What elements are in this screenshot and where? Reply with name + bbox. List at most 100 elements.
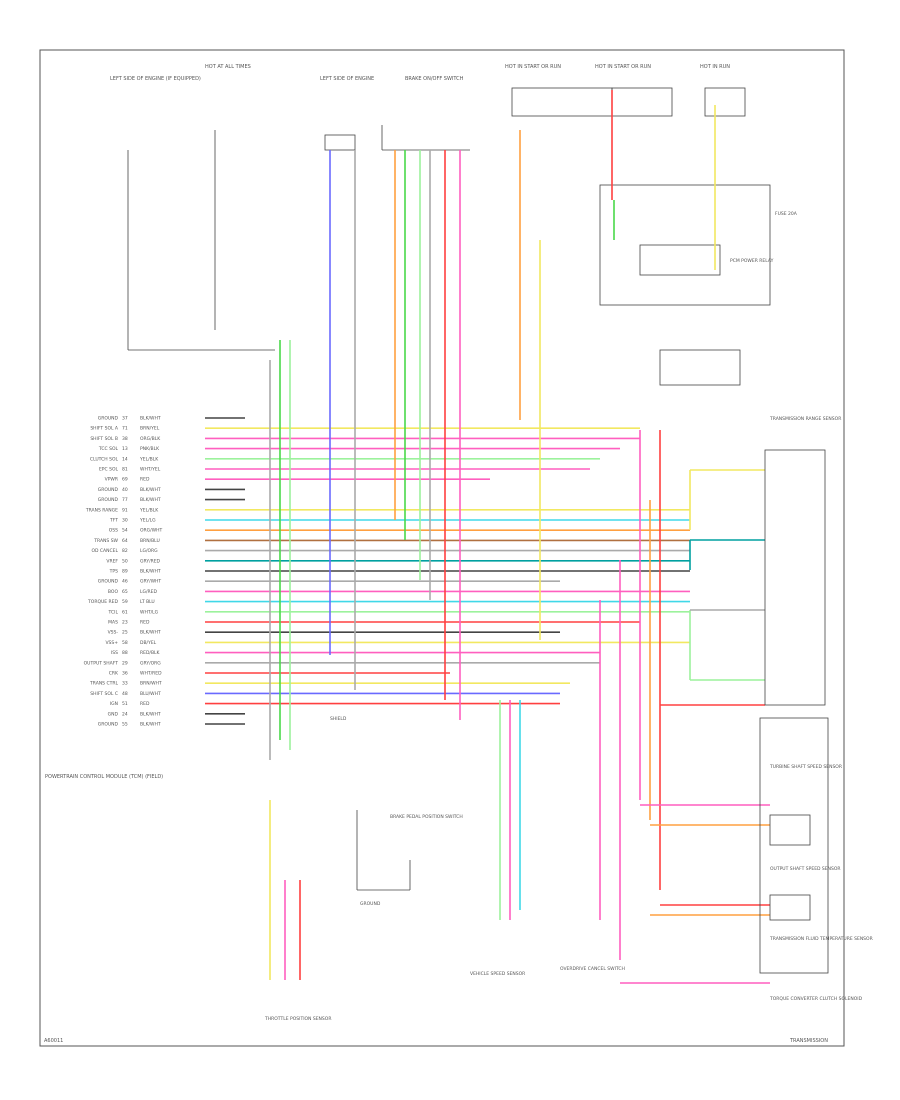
label-relay: PCM POWER RELAY — [730, 258, 774, 264]
ecm-pin-name: BOO — [108, 589, 119, 595]
ecm-pin-name: GROUND — [98, 416, 119, 422]
ecm-pin-name: TRANS SW — [93, 538, 118, 544]
ecm-pin-number: 91 — [122, 507, 128, 513]
ecm-wire-color: GRY/RED — [140, 558, 161, 564]
ecm-pin-name: CRK — [109, 671, 119, 677]
ecm-pin-number: 77 — [122, 497, 128, 503]
label-fuse: FUSE 20A — [775, 211, 798, 217]
ecm-wire-color: BLK/WHT — [140, 722, 161, 728]
ecm-wire-color: RED — [140, 701, 150, 707]
ecm-wire-color: GRY/ORG — [140, 660, 161, 666]
ecm-pin-name: VSS- — [108, 630, 119, 636]
label-top1: LEFT SIDE OF ENGINE (IF EQUIPPED) — [110, 76, 201, 82]
ecm-wire-color: BLU/WHT — [140, 691, 161, 697]
ecm-wire-color: BLK/WHT — [140, 416, 161, 422]
diagram-border — [39, 49, 845, 1047]
label-vss: VEHICLE SPEED SENSOR — [470, 971, 525, 977]
ecm-pin-number: 36 — [122, 671, 128, 677]
ctrl-box — [659, 349, 741, 386]
ecm-pin-name: MAS — [108, 620, 118, 626]
label-top6: HOT IN START OR RUN — [595, 64, 651, 70]
footer-right: TRANSMISSION — [789, 1038, 828, 1044]
ecm-pin-number: 61 — [122, 609, 128, 615]
ecm-wire-color: RED/BLK — [140, 650, 161, 656]
ecm-pin-name: VSS+ — [105, 640, 118, 646]
ecm-pin-name: TCIL — [108, 609, 119, 615]
label-top5: HOT IN START OR RUN — [505, 64, 561, 70]
ecm-pin-number: 51 — [122, 701, 128, 707]
ecm-pin-number: 25 — [122, 630, 128, 636]
ecm-wire-color: BLK/WHT — [140, 569, 161, 575]
ecm-pin-name: TPS — [109, 569, 118, 575]
label-tss: TURBINE SHAFT SPEED SENSOR — [769, 764, 842, 770]
ecm-pin-number: 69 — [122, 477, 128, 483]
ecm-wire-color: BLK/WHT — [140, 487, 161, 493]
ecm-pin-number: 89 — [122, 569, 128, 575]
ecm-wire-color: YEL/BLK — [139, 456, 159, 462]
ecm-pin-name: OUTPUT SHAFT — [84, 660, 119, 666]
footer-left: A60011 — [44, 1038, 63, 1044]
ecm-pin-number: 71 — [122, 426, 128, 432]
ecm-pin-number: 37 — [122, 416, 128, 422]
ecm-pin-number: 58 — [122, 640, 128, 646]
pcm-power-relay — [639, 244, 721, 276]
range-sensor-box — [764, 449, 826, 706]
label-top3: LEFT SIDE OF ENGINE — [320, 76, 374, 82]
ecm-pin-number: 65 — [122, 589, 128, 595]
ecm-pin-number: 54 — [122, 528, 128, 534]
ecm-pin-number: 82 — [122, 548, 128, 554]
ecm-wire-color: LG/ORG — [140, 548, 158, 554]
wire-group — [205, 417, 690, 725]
ecm-wire-color: PNK/BLK — [140, 446, 160, 452]
ecm-wire-color: LG/RED — [140, 589, 157, 595]
ecm-wire-color: WHT/YEL — [140, 467, 161, 473]
ecm-wire-color: BLK/WHT — [140, 630, 161, 636]
ecm-pin-name: SHIFT SOL C — [90, 691, 118, 697]
ecm-pin-name: SHIFT SOL B — [90, 436, 118, 442]
ecm-wire-color: ORG/BLK — [140, 436, 161, 442]
ecm-pin-name: VREF — [106, 558, 118, 564]
ecm-wire-color: WHT/LG — [140, 609, 159, 615]
ecm-wire-color: BRN/BLU — [140, 538, 160, 544]
ecm-pin-name: SHIFT SOL A — [90, 426, 119, 432]
ecm-pin-number: 14 — [122, 456, 128, 462]
ecm-pin-number: 40 — [122, 487, 128, 493]
ecm-pin-number: 48 — [122, 691, 128, 697]
switch-box-2 — [611, 87, 673, 117]
switch-box-1 — [511, 87, 613, 117]
ecm-pin-number: 24 — [122, 711, 128, 717]
ecm-pin-name: GROUND — [98, 579, 119, 585]
ecm-pin-number: 13 — [122, 446, 128, 452]
ecm-pin-name: GROUND — [98, 497, 119, 503]
ecm-pin-number: 81 — [122, 467, 128, 473]
ecm-pin-number: 33 — [122, 681, 128, 687]
tss-box — [769, 814, 811, 846]
label-top2: HOT AT ALL TIMES — [205, 64, 251, 70]
ecm-pin-name: GROUND — [98, 487, 119, 493]
fuse-relay-box — [599, 184, 771, 306]
switch-box-3 — [704, 87, 746, 117]
ecm-wire-color: BLK/WHT — [140, 711, 161, 717]
label-brk: BRAKE PEDAL POSITION SWITCH — [390, 814, 463, 820]
ecm-wire-color: DB/YEL — [140, 640, 157, 646]
ecm-wire-color: ORG/WHT — [140, 528, 163, 534]
ecm-wire-color: WHT/RED — [140, 671, 162, 677]
ecm-pin-name: GND — [108, 711, 119, 717]
ecm-wire-color: BRN/YEL — [140, 426, 160, 432]
label-trs: TRANSMISSION RANGE SENSOR — [769, 416, 841, 422]
ecm-wire-color: BRN/WHT — [140, 681, 162, 687]
label-top4: BRAKE ON/OFF SWITCH — [405, 76, 464, 82]
ecm-pin-number: 55 — [122, 722, 128, 728]
label-tc: TORQUE CONVERTER CLUTCH SOLENOID — [769, 996, 863, 1002]
ecm-pin-name: TRANS CTRL — [89, 681, 118, 687]
connector-top3 — [324, 134, 356, 151]
ecm-pin-name: TCC SOL — [98, 446, 119, 452]
ecm-pin-name: OD CANCEL — [91, 548, 118, 554]
ecm-pin-name: TFT — [109, 518, 118, 524]
ecm-pin-name: EPC SOL — [99, 467, 119, 473]
ecm-title: POWERTRAIN CONTROL MODULE (TCM) (FIELD) — [45, 774, 163, 780]
ecm-wire-color: BLK/WHT — [140, 497, 161, 503]
ecm-pin-name: TORQUE RED — [87, 599, 118, 605]
label-tps: THROTTLE POSITION SENSOR — [264, 1016, 331, 1022]
